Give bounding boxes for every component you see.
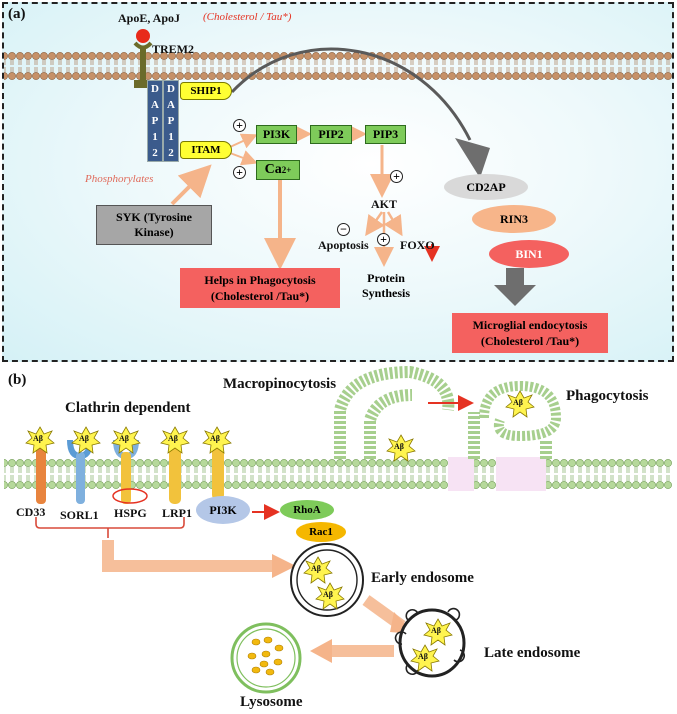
phago-line2: (Cholesterol /Tau*) [210,289,310,303]
dap-letter: A [151,99,159,111]
early-endosome-label: Early endosome [371,570,474,586]
foxo-label: FOXO [400,238,435,252]
abeta-label: Aβ [323,590,333,599]
cd2ap-ellipse: CD2AP [444,174,528,200]
panel-a-label: (a) [8,6,26,22]
abeta-label: Aβ [431,626,441,635]
dap-letter: 1 [168,131,174,143]
lrp1-label: LRP1 [162,506,192,520]
microglial-endocytosis-box: Microglial endocytosis (Cholesterol /Tau… [452,313,608,353]
lysosome-granules [247,636,284,676]
pip2-box: PIP2 [310,125,352,144]
syk-line2: Kinase) [134,225,174,239]
pip3-box: PIP3 [365,125,406,144]
ligand-ball [136,29,150,43]
receptor-hspg [112,439,148,504]
dap-letter: D [151,83,159,95]
protein-synthesis-label: Protein Synthesis [360,270,412,302]
receptor-pi3k-stalk [212,446,224,500]
plus-icon: + [233,118,246,132]
abeta-label: Aβ [311,564,321,573]
pi3k-ellipse: PI3K [196,496,250,524]
abeta-label: Aβ [513,398,523,407]
dap-letter: D [167,83,175,95]
dap12-left: D A P 1 2 [147,80,163,162]
ship1-box: SHIP1 [180,82,232,100]
abeta-label: Aβ [394,442,404,451]
ca-label: Ca [264,162,282,177]
abeta-label: Aβ [168,434,178,443]
ligand-note: (Cholesterol / Tau*) [203,11,292,23]
phosphorylates-label: Phosphorylates [85,173,154,185]
rin3-ellipse: RIN3 [472,205,556,233]
minus-icon: − [337,222,350,236]
apoptosis-label: Apoptosis [318,238,369,252]
pi3k-box: PI3K [256,125,297,144]
ca-charge: 2+ [281,165,292,175]
curved-arrow [230,47,472,141]
plus-icon: + [390,169,403,183]
itam-box: ITAM [180,141,232,159]
clathrin-label: Clathrin dependent [65,400,191,416]
abeta-label: Aβ [418,652,428,661]
bin1-ellipse: BIN1 [489,240,569,268]
membrane-a [4,52,672,80]
trem2-label: TREM2 [152,42,194,56]
endo-line2: (Cholesterol /Tau*) [480,334,580,348]
plus-icon: + [233,165,246,179]
abeta-label: Aβ [79,434,89,443]
protein-line1: Protein [367,271,405,285]
macropinocytosis-label: Macropinocytosis [223,376,337,392]
cd33-label: CD33 [16,505,46,519]
trem2-stalk [140,47,146,83]
sorl1-label: SORL1 [60,508,99,522]
abeta-label: Aβ [33,434,43,443]
akt-label: AKT [371,197,398,211]
dap-letter: 2 [152,147,158,159]
phagocytosis-box: Helps in Phagocytosis (Cholesterol /Tau*… [180,268,340,308]
lysosome-label: Lysosome [240,694,303,710]
abeta-label: Aβ [210,434,220,443]
dap-letter: 2 [168,147,174,159]
syk-line1: SYK (Tyrosine [116,210,192,224]
dap-letter: 1 [152,131,158,143]
dap-letter: P [167,115,175,127]
protein-line2: Synthesis [361,286,411,300]
rhoa-ellipse: RhoA [280,500,334,520]
late-endosome-label: Late endosome [484,645,581,661]
endo-line1: Microglial endocytosis [472,318,588,332]
membrane-b [4,459,672,489]
hspg-label: HSPG [114,506,147,520]
dap-letter: P [151,115,159,127]
phagocytosis-label: Phagocytosis [566,388,649,404]
ligand-label: ApoE, ApoJ [118,11,181,25]
dap12-right: D A P 1 2 [163,80,179,162]
rac1-ellipse: Rac1 [296,522,346,542]
receptor-cd33 [36,448,46,504]
syk-box: SYK (Tyrosine Kinase) [96,205,212,245]
plus-icon: + [377,232,390,246]
phago-line1: Helps in Phagocytosis [204,273,316,287]
lysosome [230,622,302,694]
panel-b-label: (b) [8,372,27,388]
abeta-label: Aβ [119,434,129,443]
dap-letter: A [167,99,175,111]
receptor-lrp1 [169,446,181,504]
